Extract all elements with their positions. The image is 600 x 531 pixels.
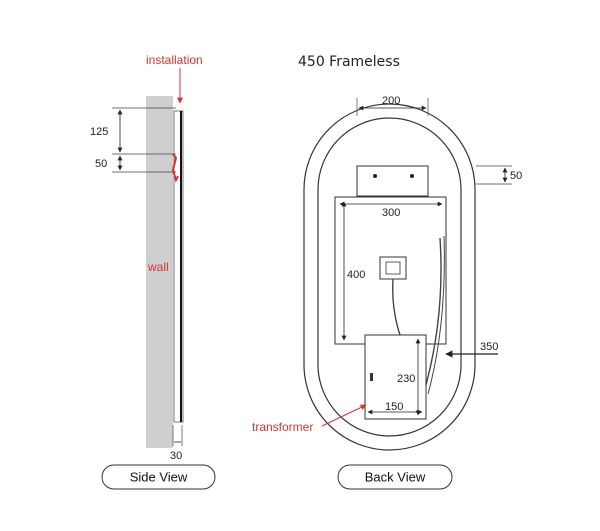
dim-50-back: 50 <box>510 170 522 182</box>
led-wire <box>427 235 445 395</box>
dim-50-side: 50 <box>95 158 107 170</box>
mirror-side <box>173 110 184 423</box>
dim-125: 125 <box>90 126 108 138</box>
transformer-arrow <box>321 404 367 427</box>
back-view: 200 50 300 400 230 150 350 <box>252 95 522 490</box>
wall-label: wall <box>147 260 169 274</box>
back-view-button[interactable] <box>337 464 453 490</box>
installation-label: installation <box>146 53 203 67</box>
dim-150: 150 <box>385 401 403 413</box>
wall-bracket <box>356 165 429 197</box>
mirror-inner-outline <box>317 117 462 437</box>
mirror-outer-outline <box>303 103 476 451</box>
dim-30: 30 <box>170 450 182 462</box>
dim-400: 400 <box>347 269 365 281</box>
side-view-button-label: Side View <box>130 470 188 485</box>
drawing-title: 450 Frameless <box>298 54 400 70</box>
dim-200: 200 <box>382 95 400 107</box>
side-view: installation wall 125 50 30 Side View <box>90 53 216 490</box>
bracket-hook <box>171 153 179 183</box>
side-view-button[interactable] <box>101 464 216 490</box>
transformer-port <box>370 373 373 381</box>
dim-300: 300 <box>382 207 400 219</box>
back-view-button-label: Back View <box>365 470 426 485</box>
dim-230: 230 <box>397 373 415 385</box>
touch-switch-inner <box>385 261 401 275</box>
transformer-label: transformer <box>252 420 313 434</box>
led-wire <box>423 237 442 393</box>
bracket-hole <box>373 174 377 178</box>
wall <box>146 96 173 448</box>
dim-350: 350 <box>480 341 498 353</box>
bracket-hole <box>410 174 414 178</box>
